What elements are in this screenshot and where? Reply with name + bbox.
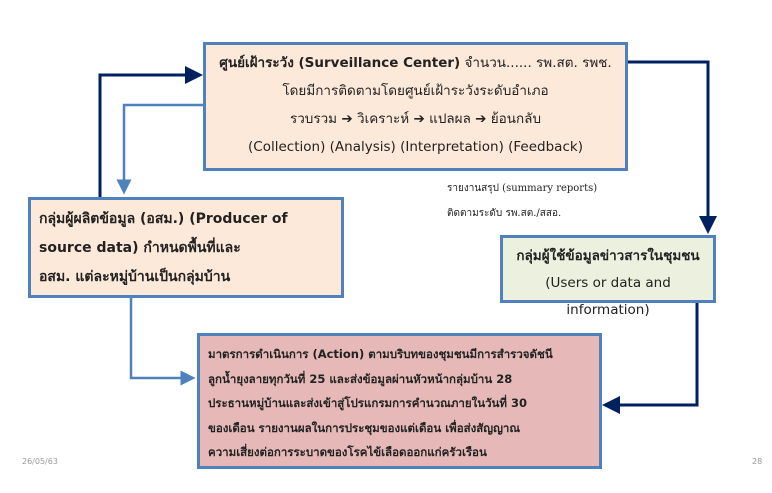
arrow-center-to-users — [628, 60, 717, 234]
arrow-center-to-producer — [116, 103, 203, 195]
slide-date: 26/05/63 — [22, 457, 58, 466]
summary-followup-label: ติดตามระดับ รพ.สต./สสอ. — [447, 208, 562, 219]
arrow-producer-to-center — [98, 66, 203, 197]
arrow-right-icon: ➔ — [413, 111, 425, 127]
action-line: ประธานหมู่บ้านและส่งเข้าสู่โปรแกรมการคำน… — [208, 396, 527, 410]
users-title: กลุ่มผู้ใช้ข้อมูลข่าวสารในชุมชน — [516, 248, 700, 264]
action-box: มาตรการดำเนินการ (Action) ตามบริบทของชุม… — [197, 333, 602, 469]
arrow-producer-to-action — [129, 298, 196, 386]
slide-number: 28 — [752, 457, 763, 466]
producer-line: source data) กำหนดพื้นที่และ — [39, 240, 241, 256]
arrow-users-to-action — [602, 303, 699, 414]
surveillance-center-box: ศูนย์เฝ้าระวัง (Surveillance Center) จำน… — [203, 42, 628, 171]
producer-box: กลุ่มผู้ผลิตข้อมูล (อสม.) (Producer of s… — [28, 197, 344, 298]
process-steps-en: (Collection) (Analysis) (Interpretation)… — [248, 139, 583, 155]
action-line: ความเสี่ยงต่อการระบาดของโรคไข้เลือดออกแก… — [208, 445, 487, 459]
users-subtitle: (Users or data and information) — [545, 275, 671, 318]
action-line: ลูกน้ำยุงลายทุกวันที่ 25 และส่งข้อมูลผ่า… — [208, 371, 513, 386]
users-box: กลุ่มผู้ใช้ข้อมูลข่าวสารในชุมชน (Users o… — [500, 235, 716, 318]
process-steps: รวบรวม ➔ วิเคราะห์ ➔ แปลผล ➔ ย้อนกลับ — [289, 111, 542, 127]
surveillance-count: จำนวน...... รพ.สต. รพช. — [460, 55, 612, 71]
producer-line: กลุ่มผู้ผลิตข้อมูล (อสม.) (Producer of — [39, 211, 288, 227]
arrow-right-icon: ➔ — [475, 111, 487, 127]
action-line: มาตรการดำเนินการ (Action) ตามบริบทของชุม… — [208, 347, 553, 361]
surveillance-line2: โดยมีการติดตามโดยศูนย์เฝ้าระวังระดับอำเภ… — [282, 83, 549, 99]
action-line: ของเดือน รายงานผลในการประชุมของแต่เดือน … — [208, 420, 520, 435]
summary-reports-label: รายงานสรุป (summary reports) — [447, 183, 598, 194]
producer-line: อสม. แต่ละหมู่บ้านเป็นกลุ่มบ้าน — [39, 269, 231, 285]
surveillance-title: ศูนย์เฝ้าระวัง (Surveillance Center) — [219, 55, 461, 71]
arrow-right-icon: ➔ — [341, 111, 353, 127]
